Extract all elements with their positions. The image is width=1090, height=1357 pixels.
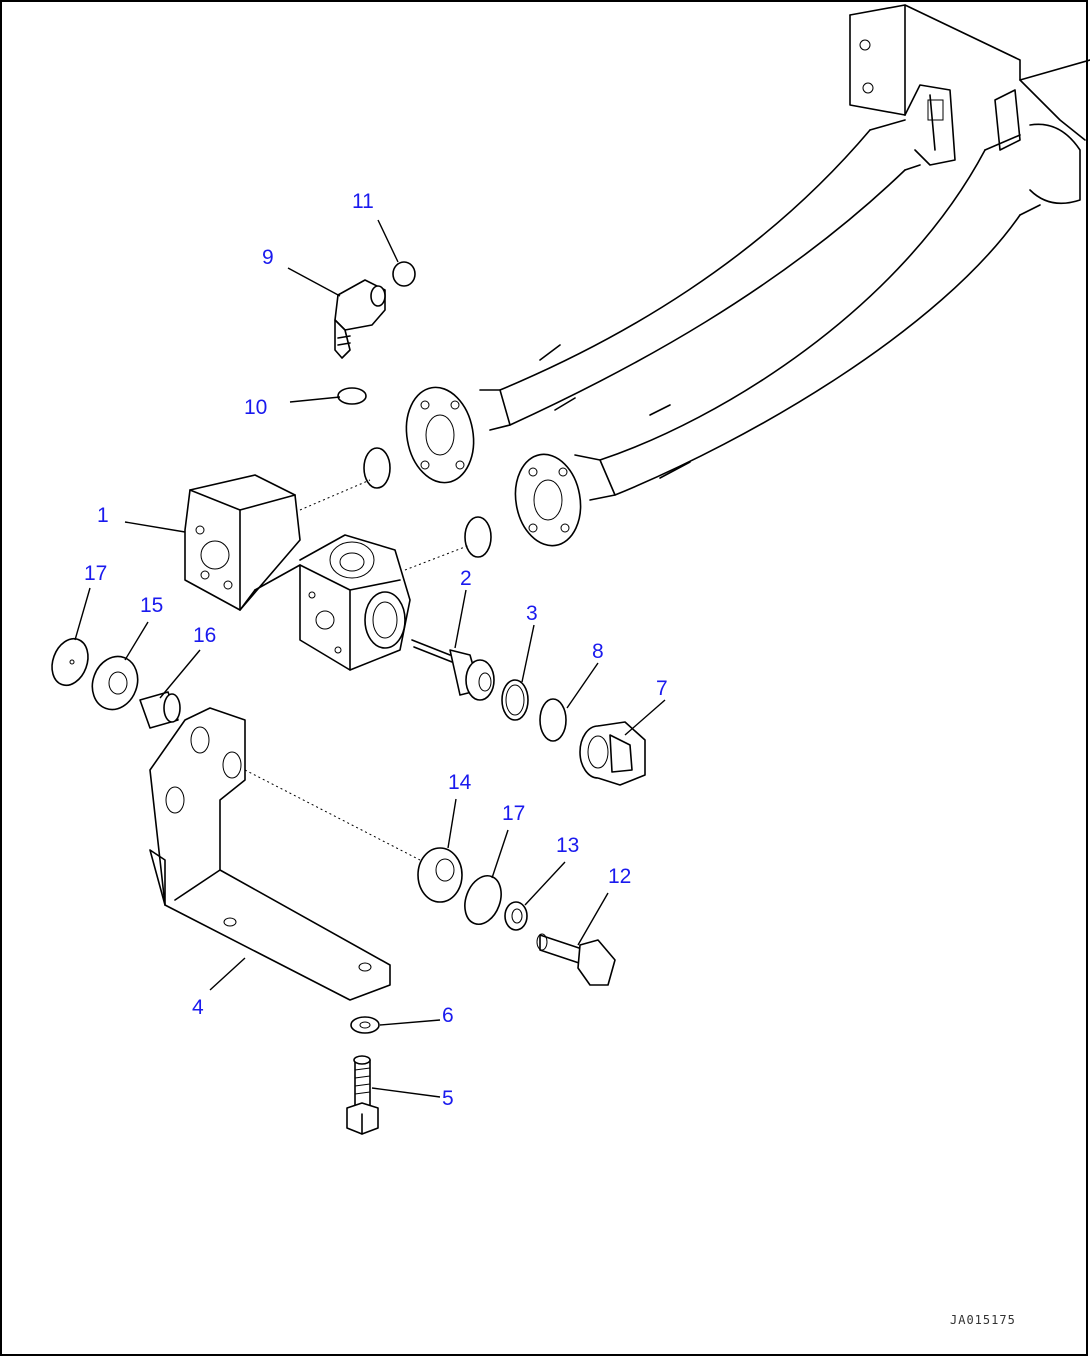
- callout-11: 11: [352, 190, 374, 213]
- part-5-bolt: [346, 1055, 379, 1135]
- assembly-line: [244, 769, 421, 861]
- part-12-bolt: [536, 933, 616, 986]
- callout-17-left: 17: [84, 562, 107, 585]
- callout-3: 3: [526, 602, 538, 625]
- part-4-mounting-bracket: [149, 707, 391, 1001]
- assembly-line: [299, 479, 371, 511]
- frame-bracket-drawing: [849, 4, 1090, 205]
- callout-7: 7: [656, 677, 668, 700]
- o-ring-lower: [464, 516, 492, 558]
- part-7-plug: [579, 721, 646, 786]
- washer-hole: [69, 659, 75, 665]
- hose-flange-lower: [514, 453, 582, 547]
- callout-4: 4: [192, 996, 204, 1019]
- callout-6: 6: [442, 1004, 454, 1027]
- leader-lines: [74, 219, 666, 1098]
- part-9-elbow-fitting: [334, 279, 386, 359]
- callout-2: 2: [460, 567, 472, 590]
- callout-5: 5: [442, 1087, 454, 1110]
- part-6-washer: [350, 1016, 380, 1034]
- part-13-lock-washer: [504, 901, 528, 931]
- part-3-snap-ring: [501, 679, 529, 721]
- callout-1: 1: [97, 504, 109, 527]
- callout-9: 9: [262, 246, 274, 269]
- part-16-collar: [139, 691, 181, 729]
- callout-15: 15: [140, 594, 163, 617]
- callout-17-right: 17: [502, 802, 525, 825]
- hose-flange-upper: [405, 386, 475, 484]
- callout-12: 12: [608, 865, 631, 888]
- callout-8: 8: [592, 640, 604, 663]
- callout-labels: 1 2 3 4 5 6 7 8 9 10 11 12 13 14 15 16 1…: [84, 190, 668, 1110]
- hydraulic-hose-upper: [479, 119, 921, 431]
- part-2-relief-valve: [411, 639, 495, 701]
- callout-16: 16: [193, 624, 216, 647]
- part-8-o-ring: [539, 698, 567, 742]
- part-1-valve-block: [184, 474, 411, 671]
- part-17-washer-right: [464, 874, 502, 926]
- o-ring-upper: [363, 447, 391, 489]
- drawing-code: JA015175: [950, 1313, 1016, 1327]
- part-11-o-ring: [392, 261, 416, 287]
- part-15-spacer: [91, 655, 139, 711]
- hydraulic-hose-lower: [574, 134, 1041, 501]
- part-10-o-ring: [337, 387, 367, 405]
- assembly-line: [404, 544, 471, 571]
- callout-13: 13: [556, 834, 579, 857]
- callout-14: 14: [448, 771, 472, 794]
- part-14-spacer: [417, 847, 463, 903]
- callout-10: 10: [244, 396, 267, 419]
